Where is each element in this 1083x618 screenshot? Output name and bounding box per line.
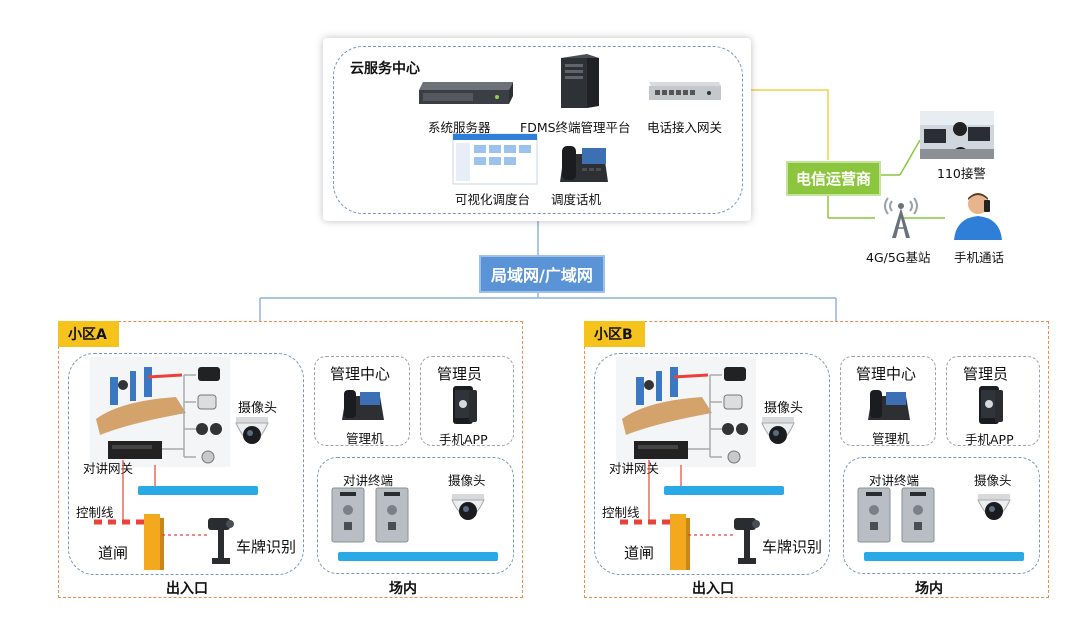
- intercom-terminal-icon: [857, 487, 935, 543]
- zone-b-inner-bus: [864, 552, 1024, 561]
- gate-devices-photo-icon: [616, 357, 756, 467]
- cloud-panel: [323, 38, 751, 221]
- intercom-terminal-icon: [331, 487, 409, 543]
- cell-tower-icon: [884, 197, 918, 238]
- management-desk-phone-icon: [868, 390, 910, 420]
- rack-server-icon: [419, 82, 513, 104]
- zone-a-control-line-label: 控制线: [76, 505, 114, 520]
- zone-b-inner-camera-label: 摄像头: [974, 473, 1012, 488]
- person-phone-call-icon: [954, 193, 1002, 240]
- zone-a-management-center-label: 管理中心: [330, 365, 391, 383]
- zone-a-management-unit-label: 管理机: [346, 431, 384, 446]
- telecom-operator: 电信运营商: [786, 161, 882, 196]
- network-gateway-icon: [649, 82, 721, 100]
- zone-a-administrator: [420, 356, 514, 446]
- zone-a-inner-bus: [338, 552, 498, 561]
- zone-b-barrier-gate-label: 道闸: [624, 544, 655, 562]
- mobile-call-label: 手机通话: [954, 250, 1005, 265]
- inner-dome-camera-icon: [451, 494, 485, 520]
- zone-a-mobile-app-label: 手机APP: [439, 432, 488, 447]
- zone-b-inner-area: [843, 457, 1040, 574]
- zone-a-intercom-terminal-label: 对讲终端: [343, 473, 394, 488]
- zone-a-entrance-area: [68, 353, 304, 575]
- tower-server-icon: [561, 54, 599, 108]
- fdms-platform-label: FDMS终端管理平台: [520, 120, 631, 135]
- zone-a-entrance-bus: [138, 486, 258, 495]
- zone-b-entrance-bus: [664, 486, 784, 495]
- police-operator-photo-icon: [920, 111, 994, 159]
- zone-a-administrator-label: 管理员: [437, 365, 483, 383]
- zone-b-entrance-label: 出入口: [692, 581, 734, 597]
- system-server-label: 系统服务器: [428, 120, 491, 135]
- zone-a-plate-recognition-label: 车牌识别: [236, 538, 297, 556]
- zone-b-camera-label: 摄像头: [764, 401, 804, 416]
- zone-a-entrance-label: 出入口: [166, 581, 208, 597]
- dome-camera-icon: [235, 417, 269, 444]
- desk-phone-icon: [560, 146, 608, 182]
- zone-a-tag: 小区A: [58, 321, 119, 347]
- cloud-title: 云服务中心: [350, 61, 420, 77]
- smartphone-icon: [453, 386, 477, 424]
- zone-a-border: [58, 321, 523, 598]
- police-110-label: 110接警: [937, 166, 986, 181]
- dispatch-console-screen-icon: [452, 133, 538, 185]
- zone-b-management-center: [840, 356, 936, 446]
- phone-gateway-label: 电话接入网关: [647, 120, 723, 135]
- zone-b-inner-area-label: 场内: [915, 581, 943, 597]
- zone-b-mobile-app-label: 手机APP: [965, 432, 1014, 447]
- zone-b-control-line-label: 控制线: [602, 505, 640, 520]
- plate-camera-icon: [734, 518, 760, 564]
- zone-b-tag: 小区B: [584, 321, 645, 347]
- lan-wan-network: 局域网/广域网: [479, 255, 605, 293]
- dispatch-phone-label: 调度话机: [551, 192, 602, 207]
- zone-b-entrance-area: [594, 353, 830, 575]
- dome-camera-icon: [761, 417, 795, 444]
- zone-a-barrier-gate-label: 道闸: [98, 544, 129, 562]
- zone-b-administrator-label: 管理员: [963, 365, 1009, 383]
- base-station-label: 4G/5G基站: [866, 250, 931, 265]
- barrier-gate-icon: [614, 514, 690, 570]
- zone-a-camera-label: 摄像头: [238, 401, 278, 416]
- zone-b-plate-recognition-label: 车牌识别: [762, 538, 823, 556]
- zone-b-intercom-terminal-label: 对讲终端: [869, 473, 920, 488]
- zone-a-inner-area-label: 场内: [389, 581, 417, 597]
- visual-console-label: 可视化调度台: [455, 192, 531, 207]
- zone-b-management-unit-label: 管理机: [872, 431, 910, 446]
- gate-devices-photo-icon: [90, 357, 230, 467]
- zone-a-inner-area: [317, 457, 514, 574]
- zone-b-intercom-gateway-label: 对讲网关: [609, 461, 660, 476]
- zone-a-intercom-gateway-label: 对讲网关: [83, 461, 134, 476]
- zone-a-management-center: [314, 356, 410, 446]
- zone-a-inner-camera-label: 摄像头: [448, 473, 486, 488]
- zone-b-administrator: [946, 356, 1040, 446]
- zone-b-management-center-label: 管理中心: [856, 365, 917, 383]
- zone-b-border: [584, 321, 1049, 598]
- inner-dome-camera-icon: [977, 494, 1011, 520]
- plate-camera-icon: [208, 518, 234, 564]
- management-desk-phone-icon: [342, 390, 384, 420]
- smartphone-icon: [979, 386, 1003, 424]
- cloud-service-center: [333, 46, 743, 214]
- barrier-gate-icon: [88, 514, 164, 570]
